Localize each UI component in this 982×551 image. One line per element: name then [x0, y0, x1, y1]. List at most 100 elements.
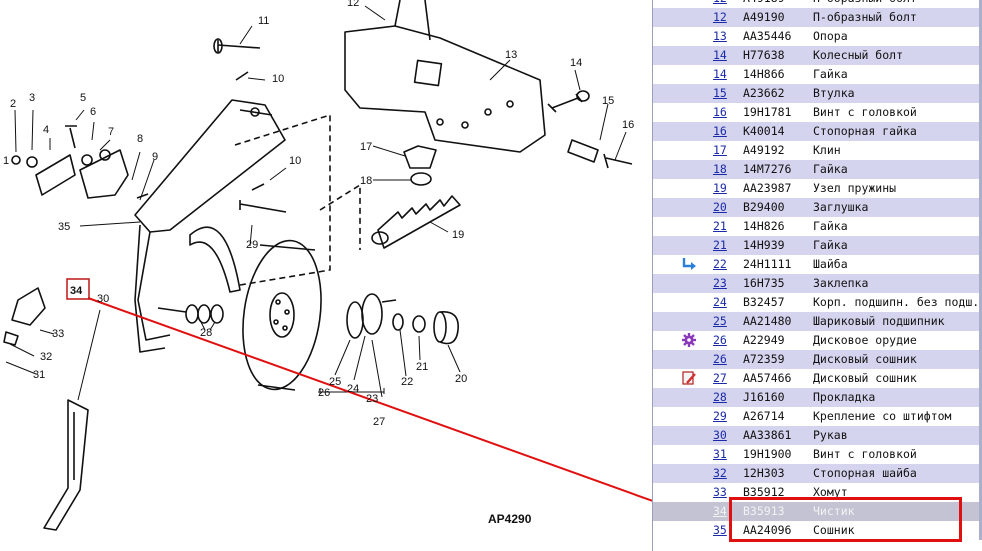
- part-number-link[interactable]: 21: [713, 219, 727, 233]
- table-row[interactable]: 12A49189П-образный болт: [653, 0, 982, 8]
- row-gutter: [979, 27, 982, 46]
- part-label: 12: [347, 0, 359, 9]
- support-bracket-shape: [344, 25, 546, 153]
- part-number-link[interactable]: 27: [713, 371, 727, 385]
- part-number-link[interactable]: 34: [713, 504, 727, 518]
- row-gutter: [979, 426, 982, 445]
- part-number-link[interactable]: 14: [713, 67, 727, 81]
- part-label: 20: [455, 373, 467, 385]
- part-number-link[interactable]: 13: [713, 29, 727, 43]
- parts-list[interactable]: 12A49189П-образный болт12A49190П-образны…: [652, 0, 982, 551]
- part-description: Узел пружины: [813, 181, 897, 195]
- part-number-link[interactable]: 25: [713, 314, 727, 328]
- part-number-link[interactable]: 29: [713, 409, 727, 423]
- part-number-link[interactable]: 17: [713, 143, 727, 157]
- part-label: 31: [33, 369, 45, 381]
- part-number-link[interactable]: 15: [713, 86, 727, 100]
- row-gutter: [979, 179, 982, 198]
- part-number-link[interactable]: 33: [713, 485, 727, 499]
- part-number-link[interactable]: 16: [713, 124, 727, 138]
- part-number-link[interactable]: 26: [713, 333, 727, 347]
- part-number-link[interactable]: 21: [713, 238, 727, 252]
- part-number-link[interactable]: 16: [713, 105, 727, 119]
- part-number-link[interactable]: 23: [713, 276, 727, 290]
- part-number-link[interactable]: 20: [713, 200, 727, 214]
- row-gutter: [979, 236, 982, 255]
- part-label: 3: [29, 92, 35, 104]
- row-gutter: [979, 350, 982, 369]
- part-description: Стопорная шайба: [813, 466, 917, 480]
- part-label: 10: [289, 155, 301, 167]
- part-number-link[interactable]: 12: [713, 0, 739, 8]
- part-number-link[interactable]: 31: [713, 447, 727, 461]
- row-icon-slot: [681, 27, 697, 46]
- part-description: Шариковый подшипник: [813, 314, 945, 328]
- part-description: Заклепка: [813, 276, 869, 290]
- part-description: Опора: [813, 29, 848, 43]
- row-icon-slot: [681, 312, 697, 331]
- part-label: 8: [137, 133, 143, 145]
- part-number-link[interactable]: 19: [713, 181, 727, 195]
- part-number-link[interactable]: 26: [713, 352, 727, 366]
- part-description: Дисковый сошник: [813, 352, 917, 366]
- row-gutter: [979, 8, 982, 27]
- row-gutter: [979, 141, 982, 160]
- part-number-link[interactable]: 32: [713, 466, 727, 480]
- part-number-link[interactable]: 24: [713, 295, 727, 309]
- part-code: AA33861: [743, 428, 792, 442]
- part-description: Дисковое орудие: [813, 333, 917, 347]
- part-code: B35913: [743, 504, 785, 518]
- part-number-link[interactable]: 18: [713, 162, 727, 176]
- part-number-link[interactable]: 35: [713, 523, 727, 537]
- part-number-link[interactable]: 22: [713, 257, 727, 271]
- row-gutter: [979, 160, 982, 179]
- part-number-link[interactable]: 30: [713, 428, 727, 442]
- row-gutter: [979, 198, 982, 217]
- part-number-link[interactable]: 12: [713, 10, 727, 24]
- part-label: 16: [622, 119, 634, 131]
- part-label: 2: [10, 98, 16, 110]
- part-description: Заглушка: [813, 200, 869, 214]
- row-icon-slot: [681, 274, 697, 293]
- part-code: A49192: [743, 143, 785, 157]
- row-icon-slot: [681, 198, 697, 217]
- part-label: 17: [360, 141, 372, 153]
- row-icon-slot: [681, 388, 697, 407]
- part-number-link[interactable]: 28: [713, 390, 727, 404]
- row-icon-slot: [681, 160, 697, 179]
- part-label: 5: [80, 92, 86, 104]
- part-description: Шайба: [813, 257, 848, 271]
- part-number-link[interactable]: 14: [713, 48, 727, 62]
- row-icon-slot: [681, 483, 697, 502]
- row-icon-slot: [681, 407, 697, 426]
